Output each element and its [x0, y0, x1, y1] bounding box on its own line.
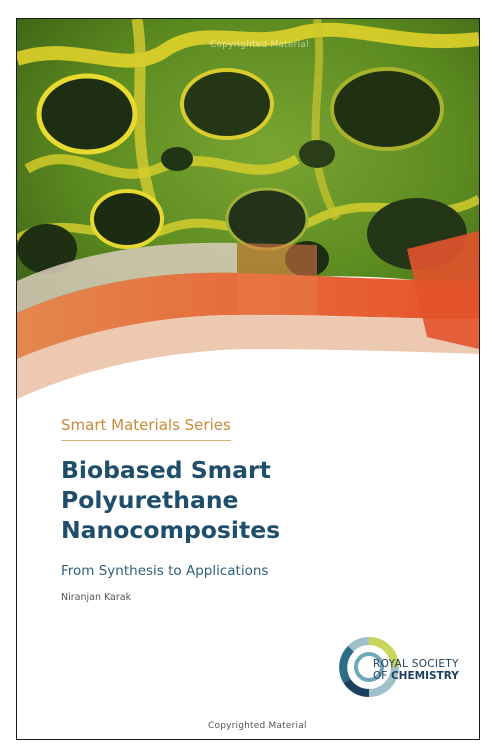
- orange-overlap-block: [237, 243, 317, 315]
- series-divider: [61, 440, 231, 441]
- orange-arc: [17, 272, 479, 359]
- watermark-top: Copyrighted Material: [210, 40, 309, 50]
- cover-artwork: [17, 19, 479, 399]
- book-title-line-3: Nanocomposites: [61, 516, 281, 544]
- book-title: Biobased Smart Polyurethane Nanocomposit…: [61, 455, 461, 545]
- rsc-ring-logo-icon: [339, 637, 399, 698]
- book-title-line-1: Biobased Smart: [61, 456, 271, 484]
- publisher-name: ROYAL SOCIETY OF CHEMISTRY: [373, 658, 459, 682]
- watermark-bottom: Copyrighted Material: [208, 721, 307, 731]
- book-cover: Copyrighted Material Smart Materials Ser…: [17, 19, 479, 739]
- series-name: Smart Materials Series: [61, 416, 231, 434]
- publisher-line-2: OF CHEMISTRY: [373, 670, 459, 682]
- beige-arc: [17, 242, 237, 313]
- red-accent-block: [407, 231, 479, 349]
- publisher-line-2-prefix: OF: [373, 670, 388, 682]
- book-title-line-2: Polyurethane: [61, 486, 239, 514]
- book-subtitle: From Synthesis to Applications: [61, 563, 269, 579]
- light-orange-arc: [17, 315, 479, 399]
- publisher-line-1: ROYAL SOCIETY: [373, 658, 459, 670]
- book-author: Niranjan Karak: [61, 592, 132, 603]
- publisher-line-2-main: CHEMISTRY: [390, 670, 459, 682]
